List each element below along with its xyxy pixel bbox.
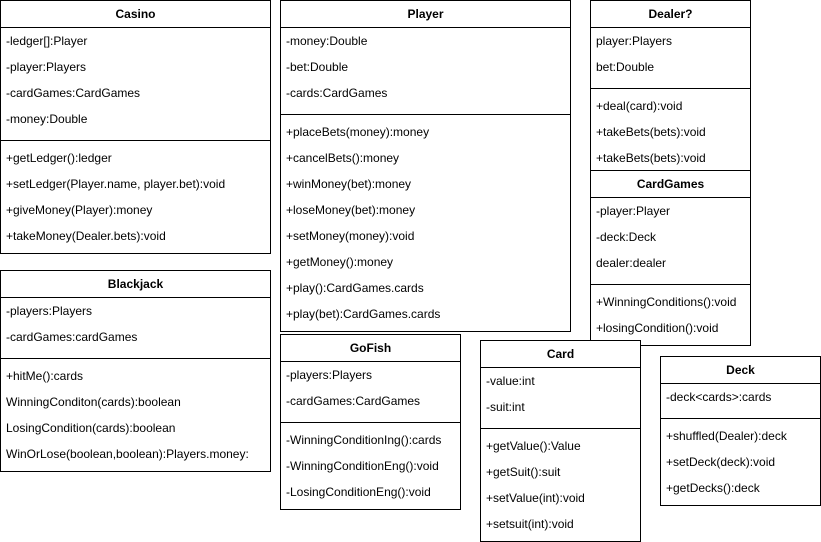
methods-section: +getValue():Value +getSuit():suit +setValu…	[481, 429, 640, 541]
attributes-section: -deck<cards>:cards	[661, 384, 820, 419]
method-row: -WinningConditionEng():void	[286, 459, 439, 473]
attribute-row: -players:Players	[6, 304, 93, 318]
methods-section: +deal(card):void +takeBets(bets):void +tak…	[591, 89, 750, 175]
class-box-player[interactable]: Player -money:Double -bet:Double -cards:Car…	[280, 0, 571, 332]
attribute-row: -deck:Deck	[596, 230, 657, 244]
attribute-row: -bet:Double	[286, 60, 349, 74]
method-row: +play():CardGames.cards	[286, 281, 424, 295]
method-row: +placeBets(money):money	[286, 125, 430, 139]
method-row: LosingCondition(cards):boolean	[6, 421, 176, 435]
class-box-casino[interactable]: Casino -ledger[]:Player -player:Players -ca…	[0, 0, 271, 254]
method-row: +hitMe():cards	[6, 369, 84, 383]
methods-section: +WinningConditions():void +losingConditio…	[591, 285, 750, 345]
attribute-row: -money:Double	[6, 112, 88, 126]
method-row: +getDecks():deck	[666, 481, 760, 495]
method-row: +cancelBets():money	[286, 151, 400, 165]
method-row: +setMoney(money):void	[286, 229, 415, 243]
attribute-row: bet:Double	[596, 60, 655, 74]
method-row: +shuffled(Dealer):deck	[666, 429, 787, 443]
attributes-section: -ledger[]:Player -player:Players -cardGame…	[1, 28, 270, 141]
method-row: +giveMoney(Player):money	[6, 203, 153, 217]
class-box-card[interactable]: Card -value:int -suit:int +getValue():Value…	[480, 340, 641, 542]
attribute-row: player:Players	[596, 34, 673, 48]
attribute-row: -value:int	[486, 374, 535, 388]
attribute-row: -deck<cards>:cards	[666, 390, 772, 404]
attribute-row: dealer:dealer	[596, 256, 667, 270]
method-row: WinningConditon(cards):boolean	[6, 395, 181, 409]
attributes-section: -money:Double -bet:Double -cards:CardGames	[281, 28, 570, 115]
attribute-row: -cardGames:CardGames	[6, 86, 141, 100]
method-row: +winMoney(bet):money	[286, 177, 412, 191]
class-name: Casino	[1, 1, 270, 28]
class-box-blackjack[interactable]: Blackjack -players:Players -cardGames:card…	[0, 270, 271, 472]
class-name: Blackjack	[1, 271, 270, 298]
methods-section: +getLedger():ledger +setLedger(Player.nam…	[1, 141, 270, 253]
attribute-row: -player:Players	[6, 60, 87, 74]
method-row: +setValue(int):void	[486, 491, 585, 505]
methods-section: +placeBets(money):money +cancelBets():mon…	[281, 115, 570, 331]
attribute-row: -cardGames:CardGames	[286, 394, 421, 408]
attribute-row: -ledger[]:Player	[6, 34, 88, 48]
class-name: Dealer?	[591, 1, 750, 28]
attributes-section: -player:Player -deck:Deck dealer:dealer	[591, 198, 750, 285]
method-row: WinOrLose(boolean,boolean):Players.money…	[6, 447, 249, 461]
attributes-section: -value:int -suit:int	[481, 368, 640, 429]
attribute-row: -player:Player	[596, 204, 671, 218]
class-name: Deck	[661, 357, 820, 384]
class-box-dealer[interactable]: Dealer? player:Players bet:Double +deal(car…	[590, 0, 751, 176]
method-row: +loseMoney(bet):money	[286, 203, 416, 217]
class-box-gofish[interactable]: GoFish -players:Players -cardGames:CardGam…	[280, 334, 461, 510]
class-name: CardGames	[591, 171, 750, 198]
method-row: +setLedger(Player.name, player.bet):void	[6, 177, 226, 191]
methods-section: -WinningConditionIng():cards -WinningCond…	[281, 423, 460, 509]
method-row: +WinningConditions():void	[596, 295, 737, 309]
method-row: +losingCondition():void	[596, 321, 719, 335]
methods-section: +shuffled(Dealer):deck +setDeck(deck):voi…	[661, 419, 820, 505]
attribute-row: -players:Players	[286, 368, 373, 382]
attributes-section: -players:Players -cardGames:CardGames	[281, 362, 460, 423]
method-row: +takeMoney(Dealer.bets):void	[6, 229, 166, 243]
method-row: +deal(card):void	[596, 99, 683, 113]
class-box-cardgames[interactable]: CardGames -player:Player -deck:Deck dealer:…	[590, 170, 751, 346]
class-box-deck[interactable]: Deck -deck<cards>:cards +shuffled(Dealer):…	[660, 356, 821, 506]
class-name: GoFish	[281, 335, 460, 362]
attribute-row: -cards:CardGames	[286, 86, 388, 100]
method-row: +takeBets(bets):void	[596, 125, 706, 139]
method-row: +takeBets(bets):void	[596, 151, 706, 165]
class-name: Player	[281, 1, 570, 28]
attribute-row: -money:Double	[286, 34, 368, 48]
attribute-row: -cardGames:cardGames	[6, 330, 138, 344]
method-row: -WinningConditionIng():cards	[286, 433, 442, 447]
attributes-section: player:Players bet:Double	[591, 28, 750, 89]
class-name: Card	[481, 341, 640, 368]
method-row: +setDeck(deck):void	[666, 455, 776, 469]
method-row: +getMoney():money	[286, 255, 394, 269]
method-row: +play(bet):CardGames.cards	[286, 307, 441, 321]
attributes-section: -players:Players -cardGames:cardGames	[1, 298, 270, 359]
method-row: +setsuit(int):void	[486, 517, 574, 531]
method-row: +getLedger():ledger	[6, 151, 112, 165]
method-row: +getSuit():suit	[486, 465, 561, 479]
method-row: -LosingConditionEng():void	[286, 485, 431, 499]
attribute-row: -suit:int	[486, 400, 525, 414]
method-row: +getValue():Value	[486, 439, 581, 453]
